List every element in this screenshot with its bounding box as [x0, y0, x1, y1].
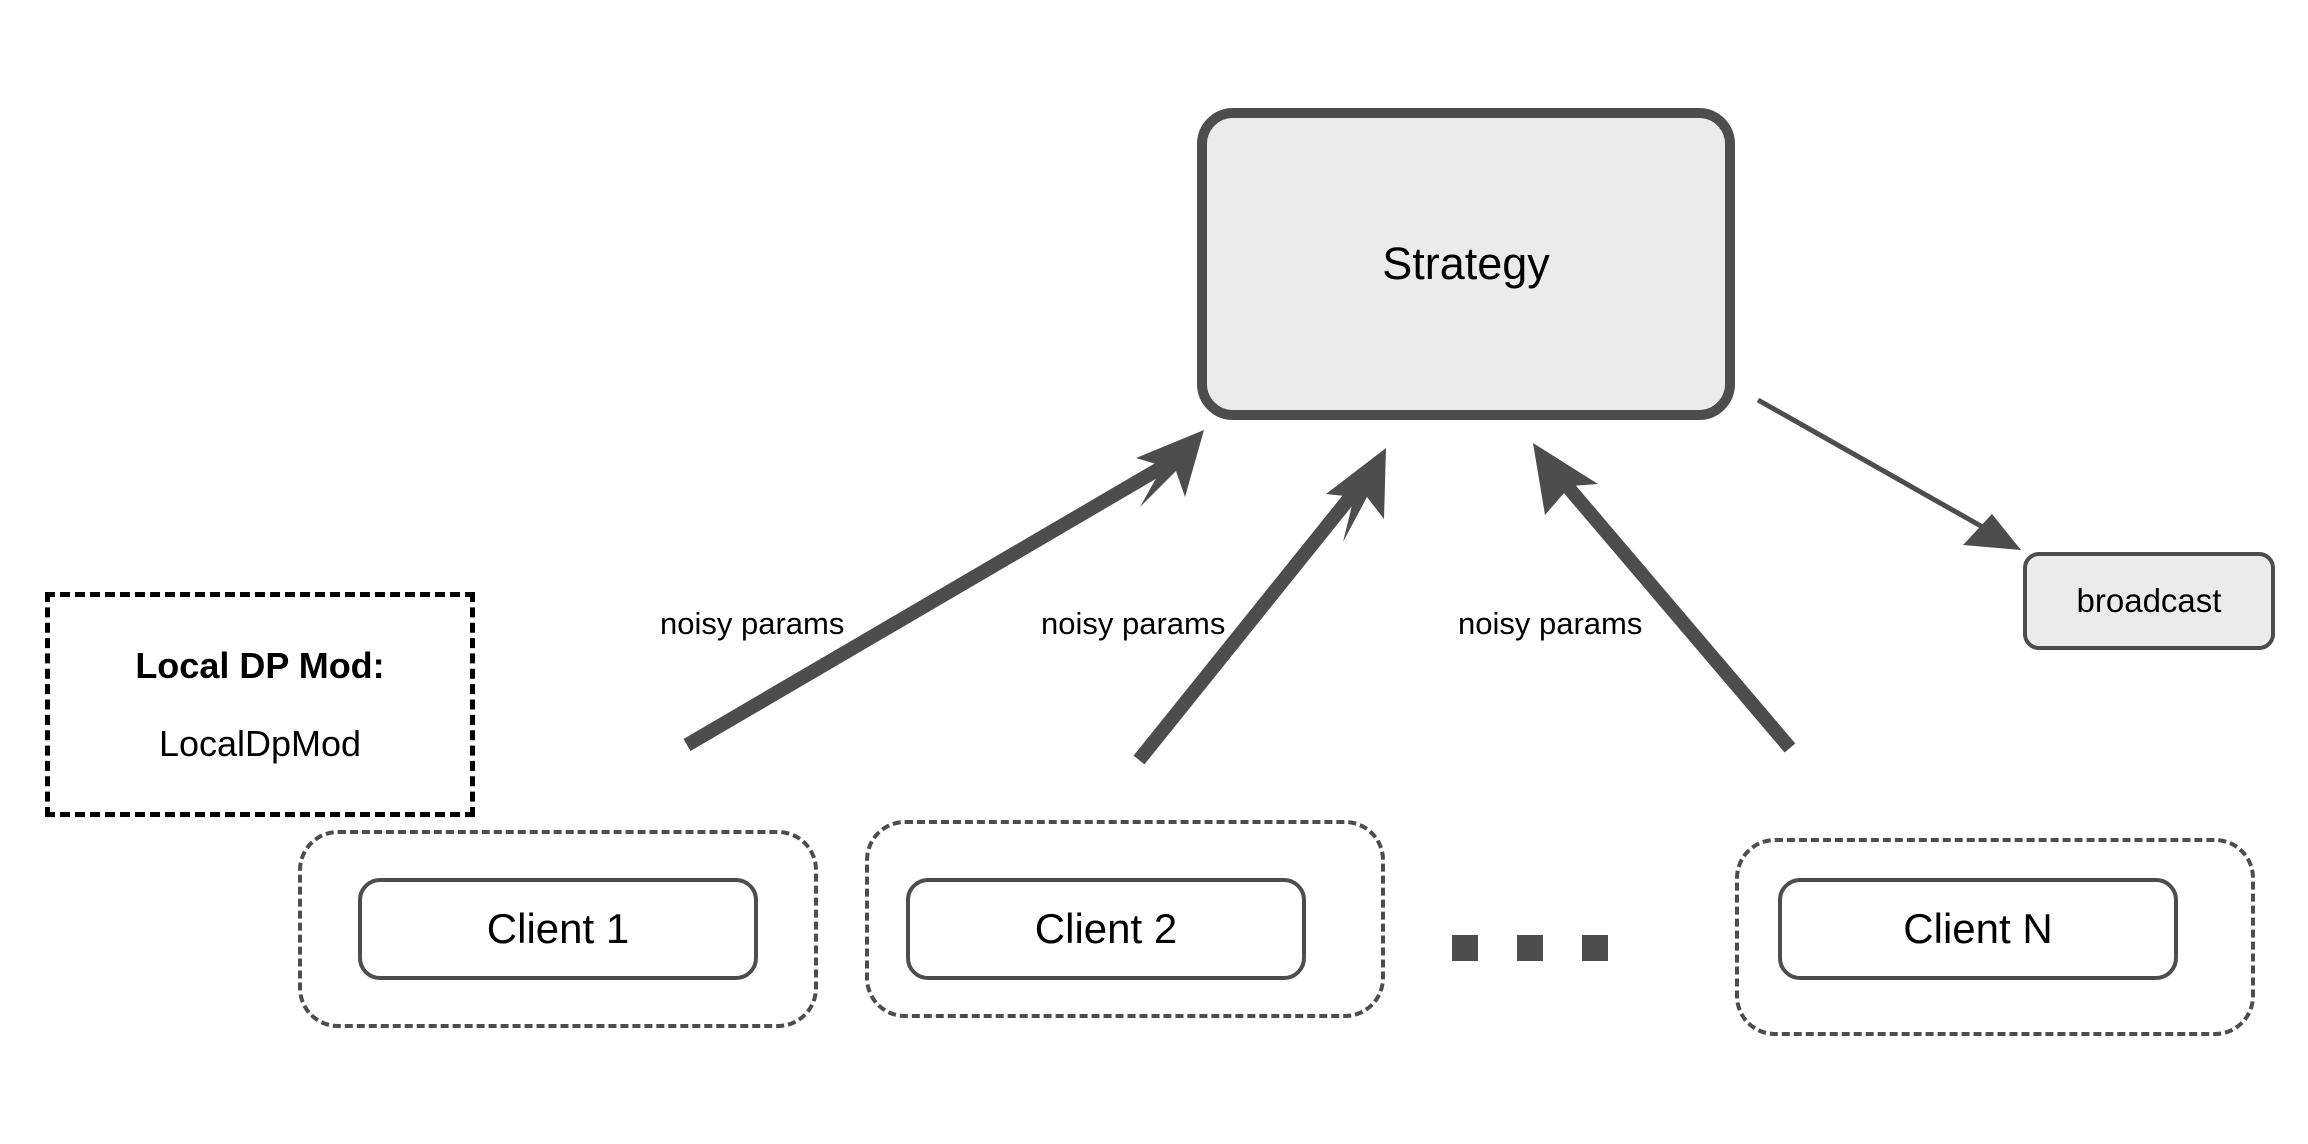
edge-clientN-to-strategy — [1533, 443, 1796, 753]
local-dp-mod-title: Local DP Mod: — [135, 644, 385, 686]
client-node-n[interactable]: Client N — [1778, 878, 2178, 980]
edge-strategy-to-broadcast — [1756, 397, 2021, 550]
client-ellipsis — [1452, 935, 1608, 961]
client-group-1 — [298, 830, 818, 1028]
client-label-n: Client N — [1903, 905, 2053, 952]
client-node-1[interactable]: Client 1 — [358, 878, 758, 980]
edge-label-noisy-params-2: noisy params — [1041, 606, 1226, 641]
local-dp-mod-value: LocalDpMod — [158, 722, 362, 764]
edge-label-noisy-params-1: noisy params — [660, 606, 845, 641]
edge-client2-to-strategy — [1133, 448, 1386, 765]
client-group-n — [1735, 838, 2255, 1036]
client-label-1: Client 1 — [486, 905, 630, 952]
strategy-label: Strategy — [1382, 238, 1550, 290]
broadcast-label: broadcast — [2076, 582, 2222, 619]
client-group-2 — [865, 820, 1385, 1018]
client-label-2: Client 2 — [1034, 905, 1178, 952]
edge-client1-to-strategy — [683, 430, 1204, 752]
local-dp-mod-legend: Local DP Mod: LocalDpMod — [45, 592, 475, 817]
strategy-node[interactable]: Strategy — [1197, 108, 1735, 420]
ellipsis-dot-2 — [1517, 935, 1543, 961]
ellipsis-dot-3 — [1582, 935, 1608, 961]
client-node-2[interactable]: Client 2 — [906, 878, 1306, 980]
edge-label-noisy-params-3: noisy params — [1458, 606, 1643, 641]
broadcast-node[interactable]: broadcast — [2023, 552, 2275, 650]
ellipsis-dot-1 — [1452, 935, 1478, 961]
